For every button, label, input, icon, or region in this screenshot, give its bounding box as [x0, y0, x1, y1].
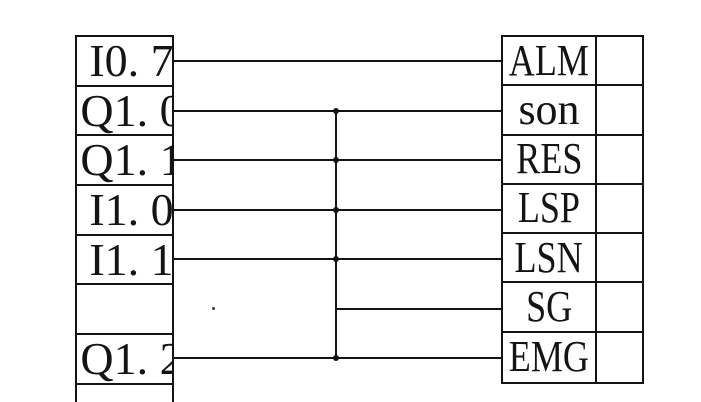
wire-i0-7-alm [174, 60, 501, 62]
terminal-value-cell [597, 136, 642, 183]
servo-terminal-table: ALM son RES LSP LSN SG EMG [501, 35, 644, 384]
terminal-value-cell [597, 283, 642, 330]
table-row: EMG [503, 332, 642, 382]
plc-io-label: I0. 7 [89, 35, 174, 86]
plc-io-table: I0. 7 Q1. 0 Q1. 1 I1. 0 I1. 1 Q1. 2 [75, 35, 174, 402]
junction-dot-lsp [333, 206, 339, 213]
terminal-label: ALM [508, 35, 590, 85]
terminal-name-cell: LSN [503, 232, 597, 282]
terminal-value-cell [597, 185, 642, 232]
terminal-value-cell [597, 333, 642, 382]
plc-io-label: Q1. 1 [80, 134, 174, 186]
table-row: LSN [503, 232, 642, 284]
table-row: son [503, 84, 642, 136]
terminal-label: LSN [514, 232, 584, 282]
table-row: I0. 7 [77, 37, 172, 87]
junction-dot-lsn [333, 256, 339, 262]
terminal-label: LSP [517, 183, 581, 233]
bus-vertical-line [335, 109, 337, 359]
junction-dot-emg [333, 354, 339, 361]
table-row: Q1. 2 [77, 335, 172, 385]
junction-dot-son [333, 107, 339, 114]
plc-io-label: Q1. 2 [80, 332, 174, 384]
terminal-value-cell [597, 234, 642, 281]
table-row: Q1. 1 [77, 134, 174, 187]
terminal-name-cell: RES [503, 134, 597, 184]
plc-io-label: I1. 1 [89, 233, 174, 285]
junction-dot-res [333, 157, 339, 163]
table-row-empty [77, 285, 172, 336]
table-row: I1. 1 [77, 236, 172, 286]
terminal-name-cell: ALM [503, 35, 597, 85]
terminal-value-cell [597, 37, 642, 84]
plc-io-label: Q1. 0 [80, 84, 174, 136]
table-row: RES [503, 134, 642, 185]
table-row: Q1. 0 [77, 87, 172, 137]
terminal-label: son [518, 84, 580, 134]
table-row-partial [77, 385, 172, 402]
table-row: ALM [503, 35, 642, 87]
terminal-name-cell: son [503, 84, 597, 134]
terminal-name-cell: EMG [503, 332, 597, 382]
terminal-label: RES [515, 134, 583, 184]
terminal-label: SG [525, 282, 573, 332]
ink-speck [212, 306, 215, 310]
terminal-label: EMG [508, 332, 590, 382]
terminal-name-cell: SG [503, 282, 597, 332]
table-row: I1. 0 [77, 186, 172, 236]
table-row: LSP [503, 183, 642, 235]
plc-io-label: I1. 0 [89, 183, 174, 235]
terminal-name-cell: LSP [503, 183, 597, 233]
terminal-value-cell [597, 86, 642, 133]
wire-bus-sg [336, 307, 501, 310]
table-row: SG [503, 282, 642, 333]
